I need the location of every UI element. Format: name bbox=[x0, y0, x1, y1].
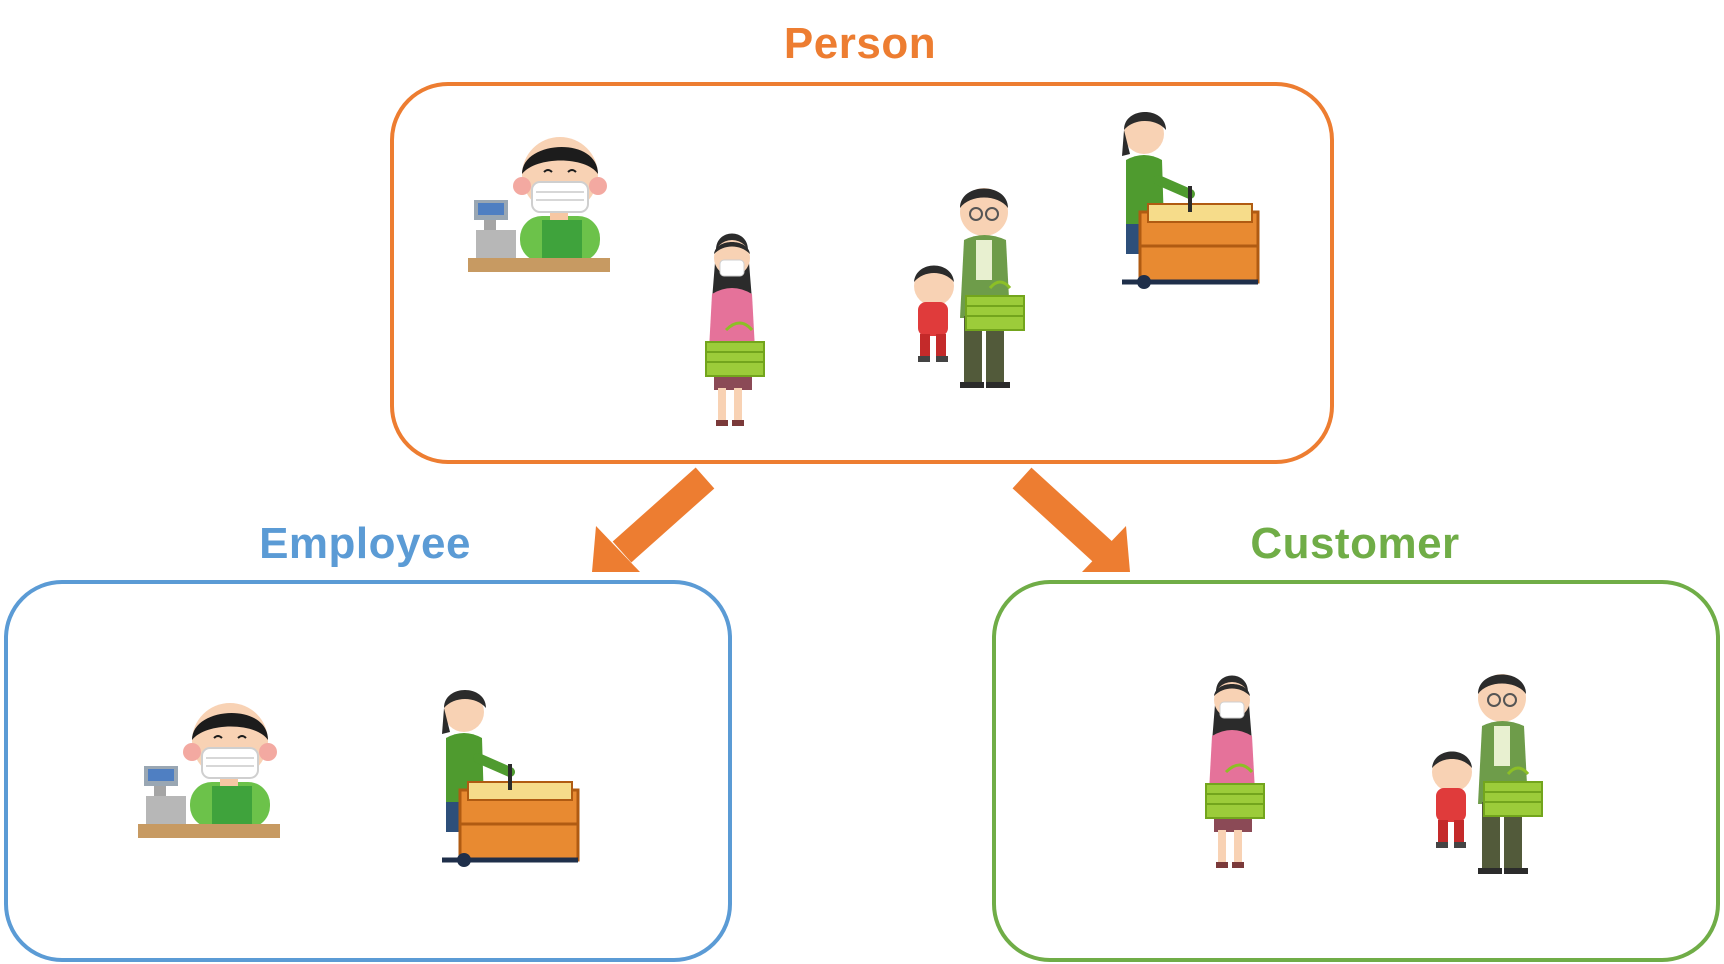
person-title: Person bbox=[783, 19, 937, 68]
woman-shopper-icon bbox=[705, 233, 765, 426]
woman-shopper-icon bbox=[1205, 675, 1265, 868]
stock-clerk-icon bbox=[442, 690, 580, 867]
customer-title: Customer bbox=[1250, 519, 1460, 568]
employee-box bbox=[4, 580, 732, 962]
father-child-shopper-icon bbox=[914, 188, 1025, 388]
father-child-shopper-icon bbox=[1432, 674, 1543, 874]
person-box bbox=[390, 82, 1334, 464]
stock-clerk-icon bbox=[1122, 112, 1260, 289]
cashier-icon bbox=[138, 703, 280, 838]
employee-title: Employee bbox=[259, 519, 471, 568]
cashier-icon bbox=[468, 137, 610, 272]
customer-box bbox=[992, 580, 1720, 962]
